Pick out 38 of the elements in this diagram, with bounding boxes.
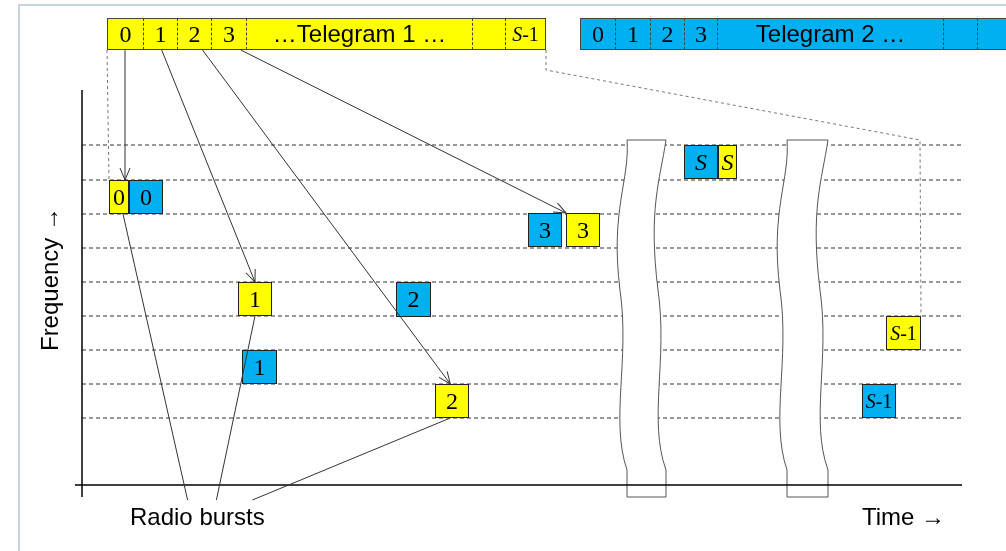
telegram-cell [977, 18, 1006, 50]
radio-burst-box: 3 [528, 213, 562, 247]
radio-burst-box: 0 [129, 180, 163, 214]
arrow [202, 49, 451, 385]
arrow [119, 49, 131, 181]
telegram-cell: 1 [615, 18, 650, 50]
leader-line [251, 417, 451, 501]
radio-burst-box: S [718, 145, 737, 179]
telegram-cell: S-1 [505, 18, 546, 50]
radio-burst-box: 2 [396, 282, 431, 317]
telegram-cell: 2 [650, 18, 684, 50]
radio-burst-box: S [684, 145, 718, 179]
radio-burst-box: S-1 [862, 384, 896, 418]
radio-burst-box: 3 [566, 213, 600, 247]
telegram-cell: 1 [143, 18, 177, 50]
axis-label: Frequency → [36, 205, 64, 354]
telegram-cell: 3 [684, 18, 717, 50]
arrow [240, 49, 567, 214]
telegram-cell: 2 [177, 18, 211, 50]
leader-line [122, 213, 189, 501]
radio-burst-box: S-1 [886, 316, 921, 350]
radio-burst-box: 1 [242, 350, 277, 384]
arrow [161, 49, 256, 283]
telegram-cell: 0 [580, 18, 615, 50]
radio-burst-box: 1 [238, 282, 272, 316]
telegram-cell: …Telegram 1 … [246, 18, 472, 50]
projection-line [106, 49, 110, 181]
telegram-cell: 0 [107, 18, 143, 50]
telegram-cell: Telegram 2 … [717, 18, 943, 50]
telegram-cell [943, 18, 977, 50]
telegram-cell [472, 18, 505, 50]
telegram-cell: 3 [211, 18, 246, 50]
radio-burst-box: 0 [109, 180, 129, 214]
callout-label: Radio bursts [130, 500, 310, 534]
projection-line [545, 49, 922, 317]
leader-line [215, 315, 256, 501]
axis-label: Time → [862, 503, 946, 531]
radio-burst-box: 2 [435, 384, 469, 418]
